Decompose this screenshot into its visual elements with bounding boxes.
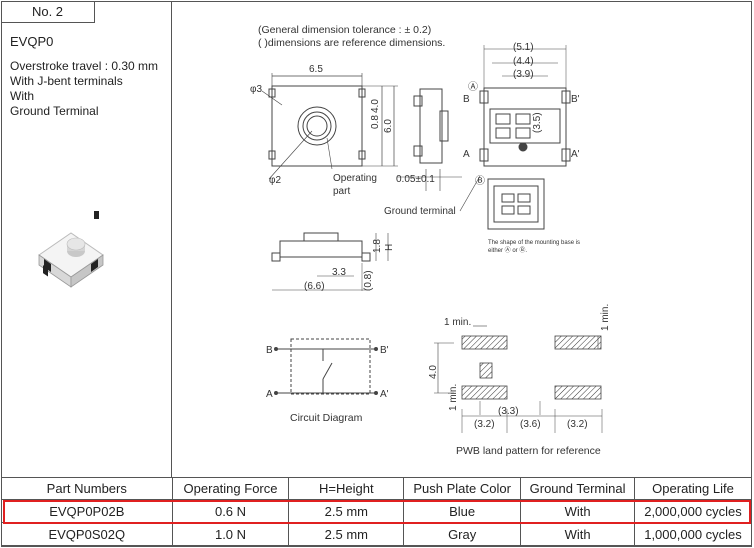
mark-a: Ⓐ — [468, 81, 478, 93]
cell-push-plate-color: Gray — [403, 522, 522, 546]
pin-bp-label: B' — [571, 94, 580, 105]
dim-4-0: 4.0 — [370, 99, 381, 113]
pin-a-label: A — [463, 149, 470, 160]
dim-6-6: (6.6) — [304, 281, 325, 292]
cell-ground-terminal: With — [520, 499, 636, 523]
mount-note-2: either Ⓐ or Ⓑ. — [488, 246, 527, 254]
col-height: H=Height — [288, 477, 405, 500]
cell-height: 2.5 mm — [288, 499, 405, 523]
cell-operating-life: 1,000,000 cycles — [634, 522, 752, 546]
bottom-view-b — [487, 178, 545, 230]
spec-table: Part Numbers Operating Force H=Height Pu… — [1, 477, 752, 546]
circuit-ap: A' — [380, 389, 389, 400]
cell-operating-force: 0.6 N — [171, 499, 290, 523]
cell-ground-terminal: With — [520, 522, 636, 546]
land-caption: PWB land pattern for reference — [456, 445, 601, 457]
dim-3-9: (3.9) — [513, 69, 534, 80]
mark-b: Ⓑ — [475, 175, 485, 187]
operating-part-label: Operating — [333, 173, 377, 184]
pin-ap-label: A' — [571, 149, 580, 160]
col-operating-force: Operating Force — [171, 477, 290, 500]
dim-phi3: φ3 — [250, 84, 262, 95]
product-description: Overstroke travel : 0.30 mm With J-bent … — [10, 59, 159, 118]
item-number: No. 2 — [1, 1, 95, 23]
land-dim-3-2b: (3.2) — [567, 419, 588, 430]
cell-part-number: EVQP0P02B — [1, 499, 173, 523]
dim-3-3: 3.3 — [332, 267, 346, 278]
dim-0-8: 0.8 — [370, 115, 381, 129]
dim-h: H — [384, 244, 395, 251]
table-header-row: Part Numbers Operating Force H=Height Pu… — [1, 477, 752, 500]
table-row: EVQP0P02B 0.6 N 2.5 mm Blue With 2,000,0… — [1, 499, 752, 523]
dim-phi2: φ2 — [269, 175, 281, 186]
dim-4-4: (4.4) — [513, 56, 534, 67]
dim-6-5: 6.5 — [309, 64, 323, 75]
dim-3-5: (3.5) — [532, 112, 543, 133]
dim-005: 0.05±0.1 — [396, 174, 435, 185]
land-min1-top: 1 min. — [444, 317, 471, 328]
front-view-drawing — [271, 232, 389, 291]
reference-note: ( )dimensions are reference dimensions. — [258, 37, 445, 49]
land-dim-3-2a: (3.2) — [474, 419, 495, 430]
side-view-drawing — [397, 88, 462, 191]
circuit-diagram — [274, 338, 378, 395]
mount-note-1: The shape of the mounting base is — [488, 240, 580, 246]
dim-6-0: 6.0 — [383, 119, 394, 133]
cell-part-number: EVQP0S02Q — [1, 522, 173, 546]
pin-b-label: B — [463, 94, 470, 105]
land-dim-4-0: 4.0 — [428, 365, 439, 379]
circuit-b: B — [266, 345, 273, 356]
land-dim-3-6: (3.6) — [520, 419, 541, 430]
cell-operating-force: 1.0 N — [171, 522, 290, 546]
col-part-numbers: Part Numbers — [1, 477, 173, 500]
top-view-drawing — [261, 73, 398, 180]
land-min1-left: 1 min. — [448, 384, 459, 411]
circuit-caption: Circuit Diagram — [290, 412, 363, 424]
dim-1-8: 1.8 — [372, 239, 383, 253]
operating-part-label-2: part — [333, 186, 350, 197]
product-photo — [31, 211, 111, 296]
cell-push-plate-color: Blue — [403, 499, 522, 523]
col-ground-terminal: Ground Terminal — [520, 477, 636, 500]
circuit-bp: B' — [380, 345, 389, 356]
land-dim-3-3: (3.3) — [498, 406, 519, 417]
table-row: EVQP0S02Q 1.0 N 2.5 mm Gray With 1,000,0… — [1, 522, 752, 546]
land-pattern-drawing — [434, 325, 603, 433]
bottom-view-a — [479, 45, 571, 167]
model-name: EVQP0 — [10, 34, 54, 49]
ground-terminal-label: Ground terminal — [384, 206, 456, 217]
land-min1-right: 1 min. — [600, 304, 611, 331]
dim-5-1: (5.1) — [513, 42, 534, 53]
tolerance-note: (General dimension tolerance : ± 0.2) — [258, 24, 431, 36]
product-info-panel: No. 2 EVQP0 Overstroke travel : 0.30 mm … — [1, 1, 172, 477]
dimension-drawings: (General dimension tolerance : ± 0.2) ( … — [172, 1, 752, 477]
col-push-plate-color: Push Plate Color — [403, 477, 522, 500]
circuit-a: A — [266, 389, 273, 400]
cell-operating-life: 2,000,000 cycles — [634, 499, 752, 523]
col-operating-life: Operating Life — [634, 477, 752, 500]
dim-0-8r: (0.8) — [363, 270, 374, 291]
cell-height: 2.5 mm — [288, 522, 405, 546]
